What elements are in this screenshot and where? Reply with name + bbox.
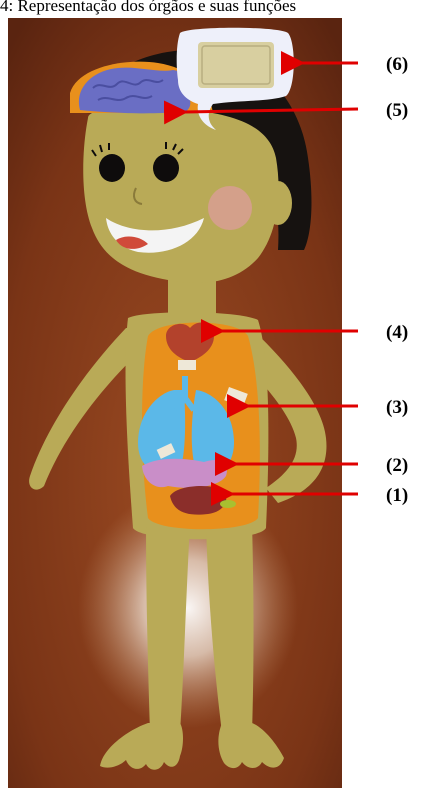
callout-2: (2) (236, 455, 408, 476)
label-6: (6) (386, 54, 408, 75)
callout-4: (4) (222, 322, 408, 343)
label-3: (3) (386, 397, 408, 418)
label-5: (5) (386, 100, 408, 121)
arrow-5 (185, 109, 358, 112)
label-2: (2) (386, 455, 408, 476)
label-1: (1) (386, 485, 408, 506)
callout-6: (6) (302, 54, 408, 75)
callout-3: (3) (248, 397, 408, 418)
callout-5: (5) (185, 100, 408, 121)
callout-1: (1) (232, 485, 408, 506)
label-4: (4) (386, 322, 408, 343)
